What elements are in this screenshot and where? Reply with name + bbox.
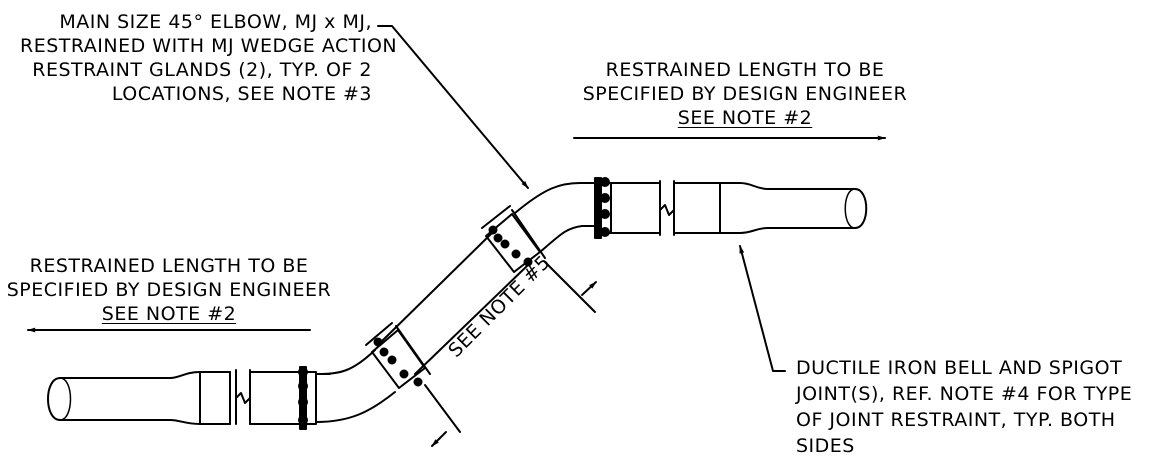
elbow-callout-line-2: RESTRAINED WITH MJ WEDGE ACTION [20,35,398,57]
bell-spigot-line-2: JOINT(S), REF. NOTE #4 FOR TYPE [796,383,1133,405]
elbow-leader [377,25,529,189]
diagonal-pipe [365,182,596,389]
left-pipe-run [47,349,396,430]
restrained-right-line-1: RESTRAINED LENGTH TO BE [605,59,885,81]
lower-elbow [315,349,396,423]
bell-spigot-leader [739,245,786,372]
restrained-left-line-1: RESTRAINED LENGTH TO BE [29,255,309,277]
restrained-right-line-2: SPECIFIED BY DESIGN ENGINEER [582,83,908,105]
right-pipe-run [594,177,868,239]
elbow-callout: MAIN SIZE 45° ELBOW, MJ x MJ, RESTRAINED… [20,10,398,106]
right-pipe-end [854,188,868,229]
restrained-right-line-3: SEE NOTE #2 [677,107,813,129]
restrained-left-line-3: SEE NOTE #2 [101,303,237,325]
lower-diagonal-gland [365,322,431,389]
see-note-5-dimension [424,261,597,447]
restrained-left-callout: RESTRAINED LENGTH TO BE SPECIFIED BY DES… [4,254,334,326]
right-bell [719,182,856,234]
left-pipe-end [47,377,61,421]
bell-spigot-callout: DUCTILE IRON BELL AND SPIGOT JOINT(S), R… [796,355,1168,459]
restrained-left-line-2: SPECIFIED BY DESIGN ENGINEER [6,279,332,301]
right-restraint-gland [594,177,612,239]
left-restraint-gland [298,366,317,430]
bell-spigot-line-3: OF JOINT RESTRAINT, TYP. BOTH [796,409,1116,431]
bell-spigot-line-4: SIDES [796,435,855,457]
bell-spigot-line-1: DUCTILE IRON BELL AND SPIGOT [796,357,1123,379]
elbow-callout-line-1: MAIN SIZE 45° ELBOW, MJ x MJ, [59,11,372,33]
upper-elbow [514,182,583,253]
elbow-callout-line-3: RESTRAINT GLANDS (2), TYP. OF 2 [32,59,372,81]
elbow-callout-line-4: LOCATIONS, SEE NOTE #3 [111,83,372,105]
restrained-right-callout: RESTRAINED LENGTH TO BE SPECIFIED BY DES… [580,58,910,130]
